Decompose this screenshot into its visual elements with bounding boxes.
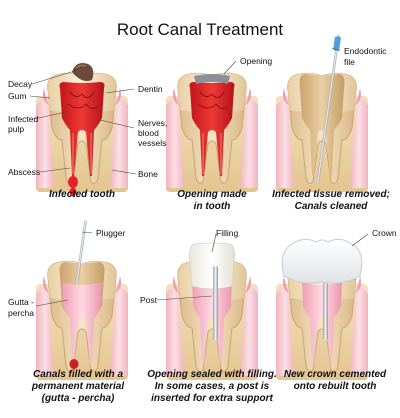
caption-line: Opening made [177,189,247,200]
caption-line: Canals filled with a [32,369,124,380]
caption-line: New crown cemented [283,369,387,380]
caption-line: onto rebuilt tooth [293,381,377,392]
label-gutta-percha-2: percha [8,308,34,318]
label-endodontic-file-1: Endodontic [344,46,387,56]
label-crown: Crown [372,228,397,238]
caption-step-2: Opening made in tooth [152,189,272,213]
caption-step-1: Infected tooth [12,189,152,201]
label-endodontic-file-2: file [344,57,355,67]
label-gutta-percha-1: Gutta - [8,297,34,307]
caption-step-6: New crown cemented onto rebuilt tooth [272,369,398,393]
caption-line: Canals cleaned [294,201,368,212]
label-decay: Decay [8,79,33,89]
label-gum: Gum [8,91,27,101]
caption-step-5: Opening sealed with filling. In some cas… [140,369,284,405]
label-nerves-3: vessels [138,138,167,148]
label-abscess: Abscess [8,167,41,177]
caption-line: Infected tooth [48,189,116,200]
label-dentin: Dentin [138,84,163,94]
diagram-title: Root Canal Treatment [116,20,284,39]
label-infected-pulp-1: Infected [8,114,39,124]
label-nerves-2: blood [138,128,159,138]
label-nerves-1: Nerves, [138,118,168,128]
caption-line: permanent material [31,381,125,392]
caption-step-4: Canals filled with a permanent material … [8,369,148,405]
caption-line: inserted for extra support [151,393,273,404]
caption-step-3: Infected tissue removed; Canals cleaned [264,189,398,213]
label-opening: Opening [240,56,273,66]
label-plugger: Plugger [96,228,126,238]
label-bone: Bone [138,169,158,179]
caption-line: in tooth [193,201,231,212]
caption-line: Opening sealed with filling. [147,369,277,380]
caption-line: (gutta - percha) [41,393,115,404]
caption-line: Infected tissue removed; [272,189,390,200]
label-infected-pulp-2: pulp [8,124,25,134]
label-filling: Filling [216,228,239,238]
label-post: Post [140,295,158,305]
caption-line: In some cases, a post is [154,381,270,392]
